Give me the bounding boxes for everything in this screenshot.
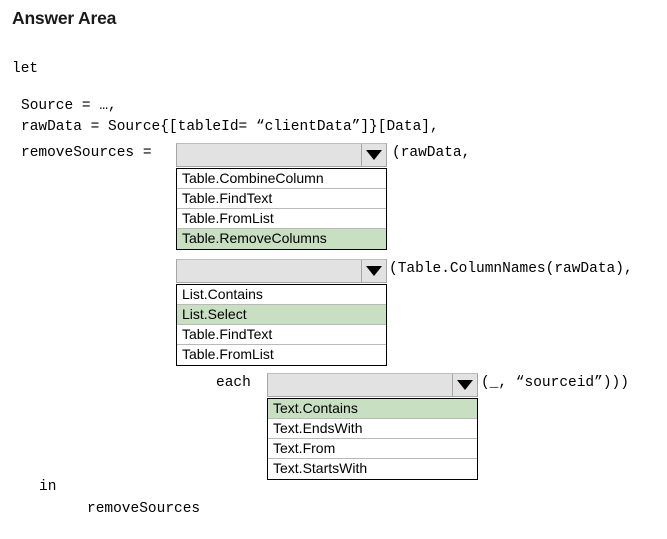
code-line-let: let: [12, 61, 39, 77]
code-line-rawdata: rawData = Source{[tableId= “clientData”]…: [21, 119, 439, 135]
chevron-down-icon[interactable]: [361, 144, 386, 166]
list-item[interactable]: List.Contains: [177, 285, 386, 305]
code-keyword-in: in: [39, 479, 57, 495]
function-dropdown-3-value[interactable]: [268, 374, 452, 396]
code-keyword-each: each: [216, 375, 251, 391]
page-title: Answer Area: [12, 8, 117, 28]
code-line-result: removeSources: [87, 501, 201, 517]
code-fragment-after-dropdown-2: (Table.ColumnNames(rawData),: [389, 261, 633, 277]
function-dropdown-2-combobox[interactable]: [176, 259, 387, 283]
list-item[interactable]: Text.From: [268, 439, 477, 459]
function-dropdown-3[interactable]: Text.Contains Text.EndsWith Text.From Te…: [267, 373, 478, 480]
list-item[interactable]: List.Select: [177, 305, 386, 325]
list-item[interactable]: Table.FromList: [177, 209, 386, 229]
list-item[interactable]: Table.RemoveColumns: [177, 229, 386, 249]
code-fragment-after-dropdown-3: (_, “sourceid”))): [481, 375, 629, 391]
function-dropdown-1-value[interactable]: [177, 144, 361, 166]
chevron-down-icon[interactable]: [452, 374, 477, 396]
list-item[interactable]: Table.FindText: [177, 189, 386, 209]
code-fragment-after-dropdown-1: (rawData,: [392, 145, 471, 161]
code-line-source: Source = …,: [21, 98, 117, 114]
list-item[interactable]: Text.EndsWith: [268, 419, 477, 439]
list-item[interactable]: Table.FromList: [177, 345, 386, 365]
chevron-down-icon[interactable]: [361, 260, 386, 282]
function-dropdown-1-listbox[interactable]: Table.CombineColumn Table.FindText Table…: [176, 168, 387, 250]
list-item[interactable]: Table.CombineColumn: [177, 169, 386, 189]
function-dropdown-1[interactable]: Table.CombineColumn Table.FindText Table…: [176, 143, 387, 250]
list-item[interactable]: Text.StartsWith: [268, 459, 477, 479]
function-dropdown-2-listbox[interactable]: List.Contains List.Select Table.FindText…: [176, 284, 387, 366]
code-line-removesources: removeSources =: [21, 145, 152, 161]
function-dropdown-3-listbox[interactable]: Text.Contains Text.EndsWith Text.From Te…: [267, 398, 478, 480]
function-dropdown-2-value[interactable]: [177, 260, 361, 282]
function-dropdown-1-combobox[interactable]: [176, 143, 387, 167]
function-dropdown-2[interactable]: List.Contains List.Select Table.FindText…: [176, 259, 387, 366]
list-item[interactable]: Table.FindText: [177, 325, 386, 345]
function-dropdown-3-combobox[interactable]: [267, 373, 478, 397]
list-item[interactable]: Text.Contains: [268, 399, 477, 419]
